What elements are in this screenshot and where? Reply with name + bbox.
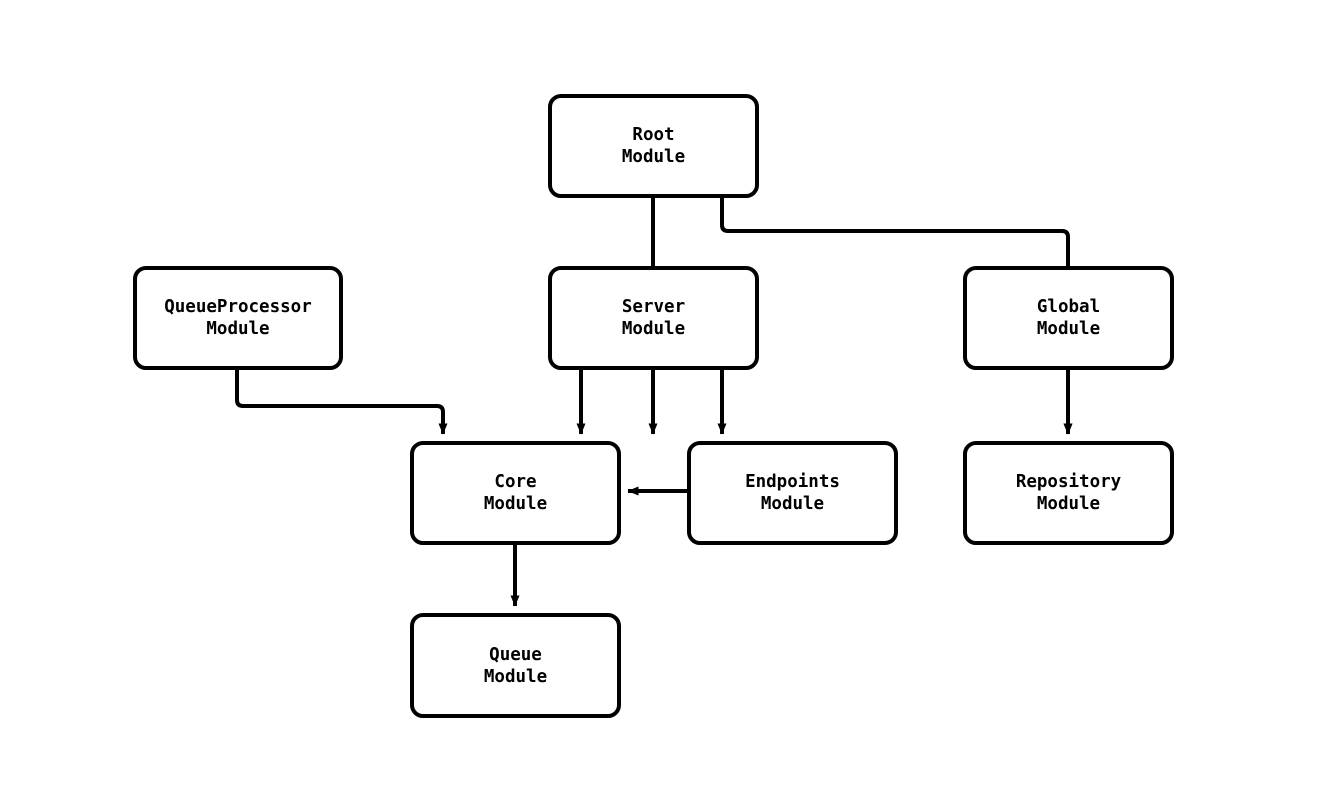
node-repository-module[interactable]: Repository Module — [963, 441, 1174, 545]
node-queue-module-label: Queue Module — [483, 644, 548, 687]
node-queue-module[interactable]: Queue Module — [410, 613, 621, 718]
node-root-module-label: Root Module — [621, 125, 686, 167]
node-endpoints-module[interactable]: Endpoints Module — [687, 441, 898, 545]
node-repository-module-label: Repository Module — [1015, 472, 1122, 514]
node-endpoints-module-label: Endpoints Module — [745, 472, 840, 514]
node-queueprocessor-module[interactable]: QueueProcessor Module — [133, 266, 343, 370]
node-server-module[interactable]: Server Module — [548, 266, 759, 370]
node-core-module-label: Core Module — [483, 472, 548, 514]
node-core-module[interactable]: Core Module — [410, 441, 621, 545]
node-global-module[interactable]: Global Module — [963, 266, 1174, 370]
node-global-module-label: Global Module — [1036, 297, 1101, 339]
edge-queueprocessor-core — [235, 370, 448, 435]
node-server-module-label: Server Module — [621, 297, 686, 339]
node-root-module[interactable]: Root Module — [548, 94, 759, 198]
node-queueprocessor-module-label: QueueProcessor Module — [164, 297, 312, 339]
